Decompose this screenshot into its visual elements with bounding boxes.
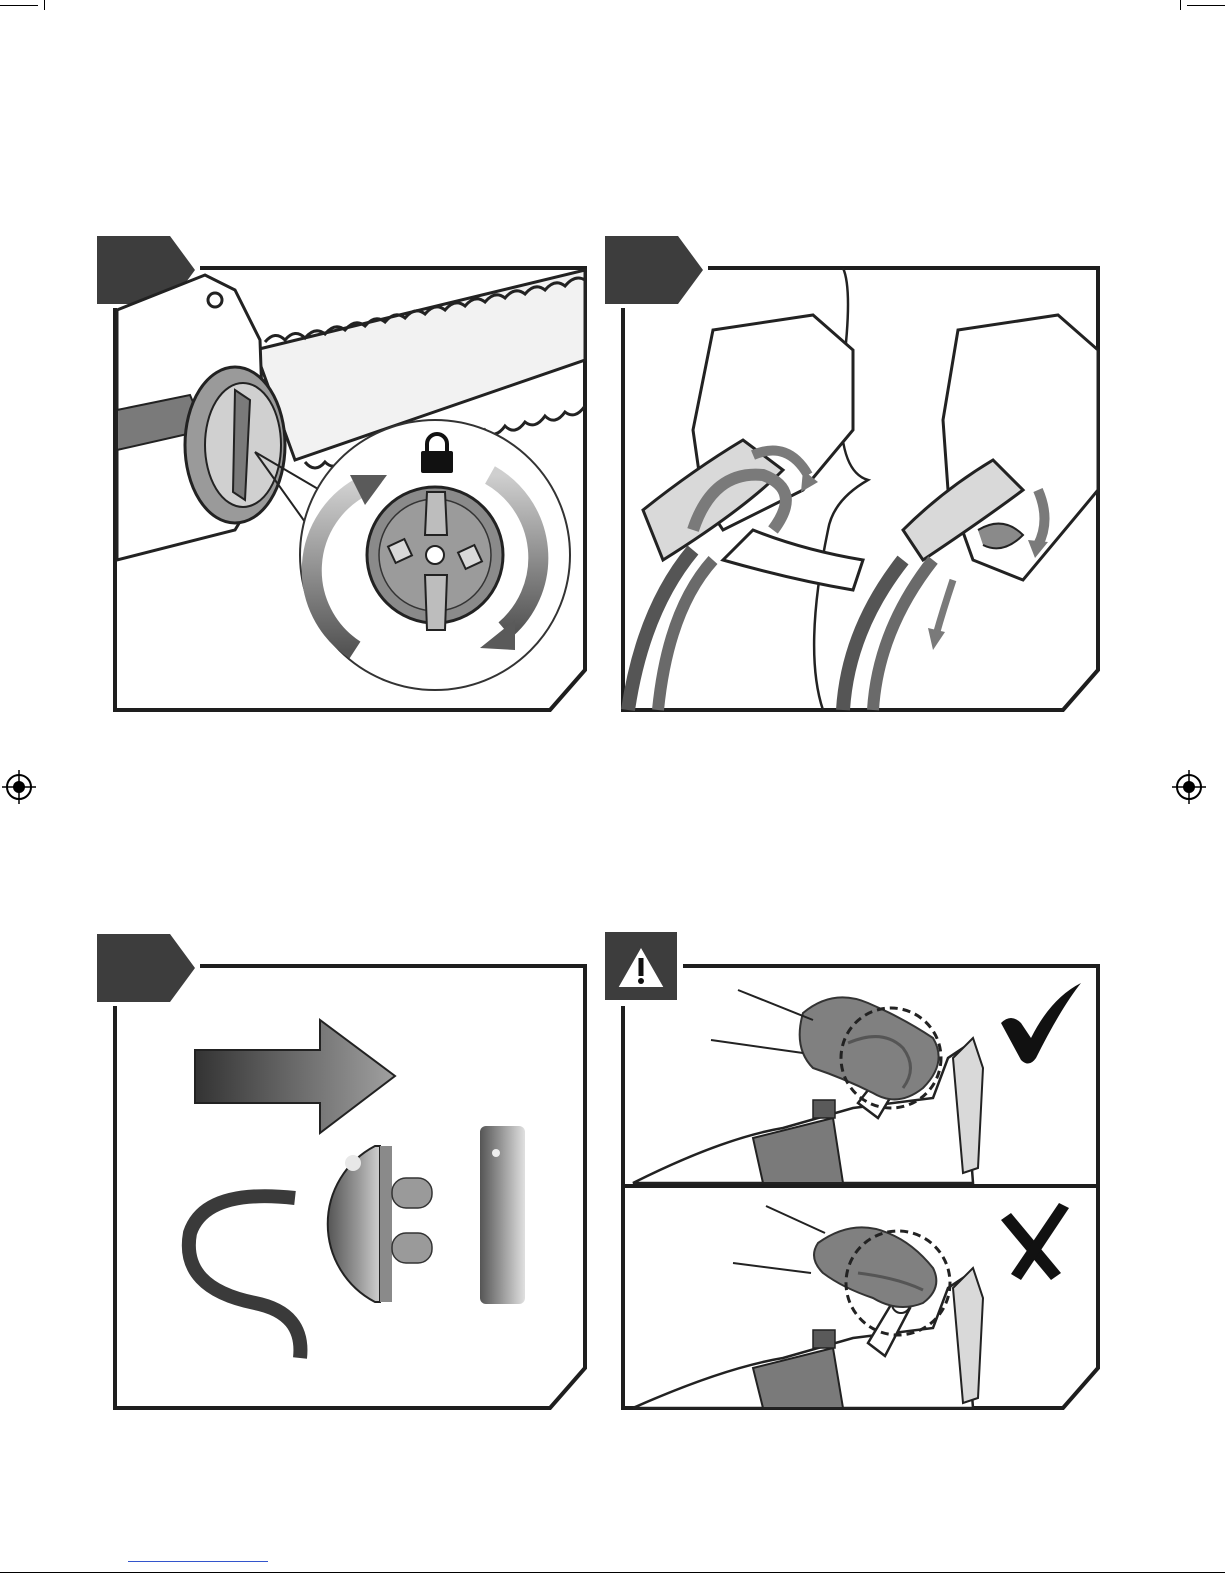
figure-cable-strain-relief [603,230,1103,720]
plug-icon [189,1146,432,1358]
crop-mark [44,0,45,10]
footer-rule [0,1572,1225,1573]
socket-icon [480,1126,525,1304]
crop-mark [0,5,38,6]
registration-mark-icon [2,770,36,804]
registration-mark-icon [1172,770,1206,804]
check-icon [1001,983,1081,1064]
figure-correct-hand-position [603,928,1103,1418]
footer-link-underline [128,1561,268,1562]
step-tab [97,934,195,1002]
arrow-right-icon [195,1020,395,1133]
crop-mark [1187,5,1225,6]
cross-icon [1001,1203,1069,1280]
figure-unplug-power [95,928,595,1418]
crop-mark [1180,0,1181,10]
step-tab [605,236,703,304]
warning-icon [605,932,677,1000]
figure-chain-tension-knob [95,230,595,720]
